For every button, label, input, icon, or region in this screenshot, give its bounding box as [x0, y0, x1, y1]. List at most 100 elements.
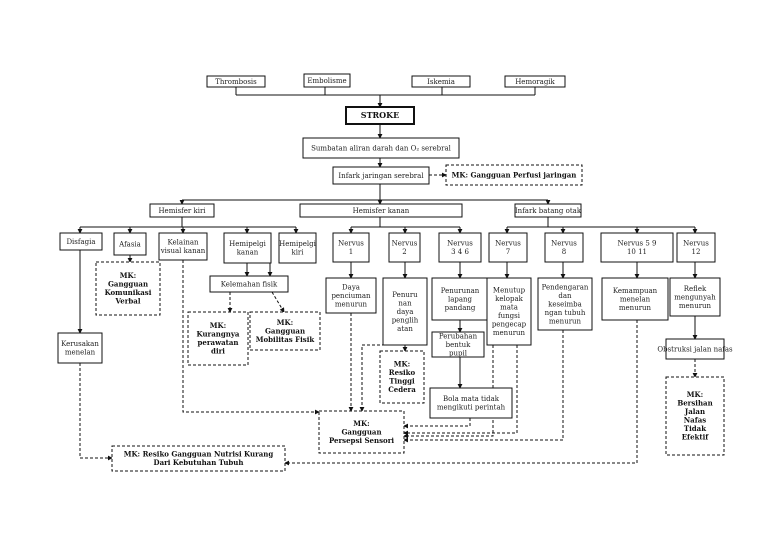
- disfagia-box-line-0: Disfagia: [66, 238, 95, 246]
- mk-komunikasi-box-line-2: Komunikasi: [105, 288, 152, 297]
- pendengaran-box-line-2: keseimba: [548, 300, 582, 308]
- hemipelgi-kiri-box-line-1: kiri: [291, 249, 304, 257]
- kemampuan-menelan-box-line-1: menelan: [620, 295, 651, 303]
- daya-penciuman-box-line-2: menurun: [335, 300, 368, 308]
- menutup-kelopak-box-line-2: mata: [500, 304, 518, 312]
- mk-bersihan-box-line-0: MK:: [687, 390, 703, 399]
- daya-penciuman-box-line-1: penciuman: [331, 292, 371, 300]
- connector: [403, 330, 564, 443]
- mk-komunikasi-box-line-0: MK:: [120, 271, 136, 280]
- connector: [403, 418, 471, 429]
- nervus-7-box-line-0: Nervus: [495, 240, 521, 248]
- nervus-2-box-line-0: Nervus: [392, 240, 418, 248]
- reflek-mengunyah-box-line-1: mengunyah: [674, 293, 716, 301]
- connector-lines: [77, 87, 698, 466]
- hemisfer-kanan-box: Hemisfer kanan: [299, 203, 463, 218]
- kelainan-visual-box-line-1: visual kanan: [160, 247, 206, 255]
- afasia-box-line-0: Afasia: [118, 240, 141, 248]
- mk-perawatan-box-line-3: diri: [211, 347, 225, 356]
- kelemahan-fisik-box: Kelemahan fisik: [209, 275, 289, 293]
- connector: [182, 260, 320, 415]
- mk-mobilitas-box-line-1: Gangguan: [265, 326, 305, 335]
- stroke-box-line-0: STROKE: [361, 110, 399, 120]
- infark-batang-otak-box-line-0: Infark batang otak: [515, 207, 582, 215]
- nervus-1-box-line-1: 1: [349, 248, 353, 256]
- nervus-8-box-line-1: 8: [562, 248, 566, 256]
- kelemahan-fisik-box-line-0: Kelemahan fisik: [221, 280, 278, 288]
- connector: [403, 345, 518, 436]
- penurunan-lapang-box-line-0: Penurunan: [441, 287, 480, 295]
- sumbatan-box: Sumbatan aliran darah dan O₂ serebral: [302, 137, 460, 159]
- penurunan-penglihatan-box-line-4: atan: [397, 325, 413, 333]
- mk-persepsi-box-line-2: Persepsi Sensori: [329, 436, 394, 445]
- penurunan-penglihatan-box-line-0: Penuru: [392, 291, 418, 299]
- hemisfer-kiri-box-line-0: Hemisfer kiri: [158, 207, 206, 215]
- cause-thrombosis: Thrombosis: [206, 75, 266, 88]
- kelainan-visual-box-line-0: Kelainan: [167, 239, 199, 247]
- kemampuan-menelan-box-line-2: menurun: [619, 304, 652, 312]
- perubahan-pupil-box-line-2: pupil: [449, 349, 468, 357]
- hemisfer-kanan-box-line-0: Hemisfer kanan: [353, 207, 410, 215]
- obstruksi-box-line-0: Obstruksi jalan nafas: [657, 345, 733, 353]
- nervus-591011-box-line-1: 10 11: [627, 248, 647, 256]
- reflek-mengunyah-box-line-2: menurun: [679, 302, 712, 310]
- disfagia-box: Disfagia: [59, 232, 103, 251]
- kemampuan-menelan-box-line-0: Kemampuan: [613, 287, 658, 295]
- mk-persepsi-box-line-1: Gangguan: [341, 427, 381, 436]
- nervus-2-box-line-1: 2: [402, 248, 406, 256]
- penurunan-penglihatan-box-line-2: daya: [397, 308, 414, 316]
- mk-nutrisi-box-line-0: MK: Resiko Gangguan Nutrisi Kurang: [124, 450, 274, 459]
- mk-komunikasi-box-line-3: Verbal: [114, 297, 140, 306]
- menutup-kelopak-box-line-1: kelopak: [495, 295, 523, 303]
- hemisfer-kiri-box: Hemisfer kiri: [149, 203, 215, 218]
- sumbatan-box-line-0: Sumbatan aliran darah dan O₂ serebral: [311, 144, 452, 152]
- mk-perawatan-box-line-0: MK:: [210, 321, 226, 330]
- mk-perawatan-box-line-1: Kurangnya: [197, 330, 240, 339]
- cause-iskemia: Iskemia: [411, 75, 471, 88]
- cause-hemoragik: Hemoragik: [504, 75, 566, 88]
- menutup-kelopak-box-line-0: Menutup: [493, 287, 526, 295]
- mk-bersihan-box-line-2: Jalan: [684, 407, 705, 416]
- kerusakan-menelan-box-line-1: menelan: [65, 349, 96, 357]
- infark-jaringan-box: Infark jaringan serebral: [332, 166, 430, 185]
- stroke-box: STROKE: [345, 106, 415, 125]
- connector: [284, 320, 638, 466]
- menutup-kelopak-box-line-5: menurun: [493, 329, 526, 337]
- pendengaran-box-line-1: dan: [558, 292, 572, 300]
- nervus-12-box-line-1: 12: [692, 248, 701, 256]
- bola-mata-box-line-1: mengikuti perintah: [437, 404, 506, 412]
- cause-thrombosis-line-0: Thrombosis: [215, 78, 257, 86]
- pendengaran-box-line-4: menurun: [549, 317, 582, 325]
- nervus-346-box-line-0: Nervus: [447, 240, 473, 248]
- connector: [403, 345, 494, 439]
- bola-mata-box-line-0: Bola mata tidak: [443, 395, 500, 403]
- pendengaran-box-line-0: Pendengaran: [542, 283, 589, 291]
- mk-cedera-box-line-1: Resiko: [389, 368, 416, 377]
- obstruksi-box: Obstruksi jalan nafas: [657, 338, 733, 360]
- daya-penciuman-box-line-0: Daya: [342, 283, 360, 291]
- cause-hemoragik-line-0: Hemoragik: [515, 78, 555, 86]
- mk-cedera-box-line-2: Tinggi: [389, 377, 415, 386]
- nervus-591011-box-line-0: Nervus 5 9: [617, 240, 656, 248]
